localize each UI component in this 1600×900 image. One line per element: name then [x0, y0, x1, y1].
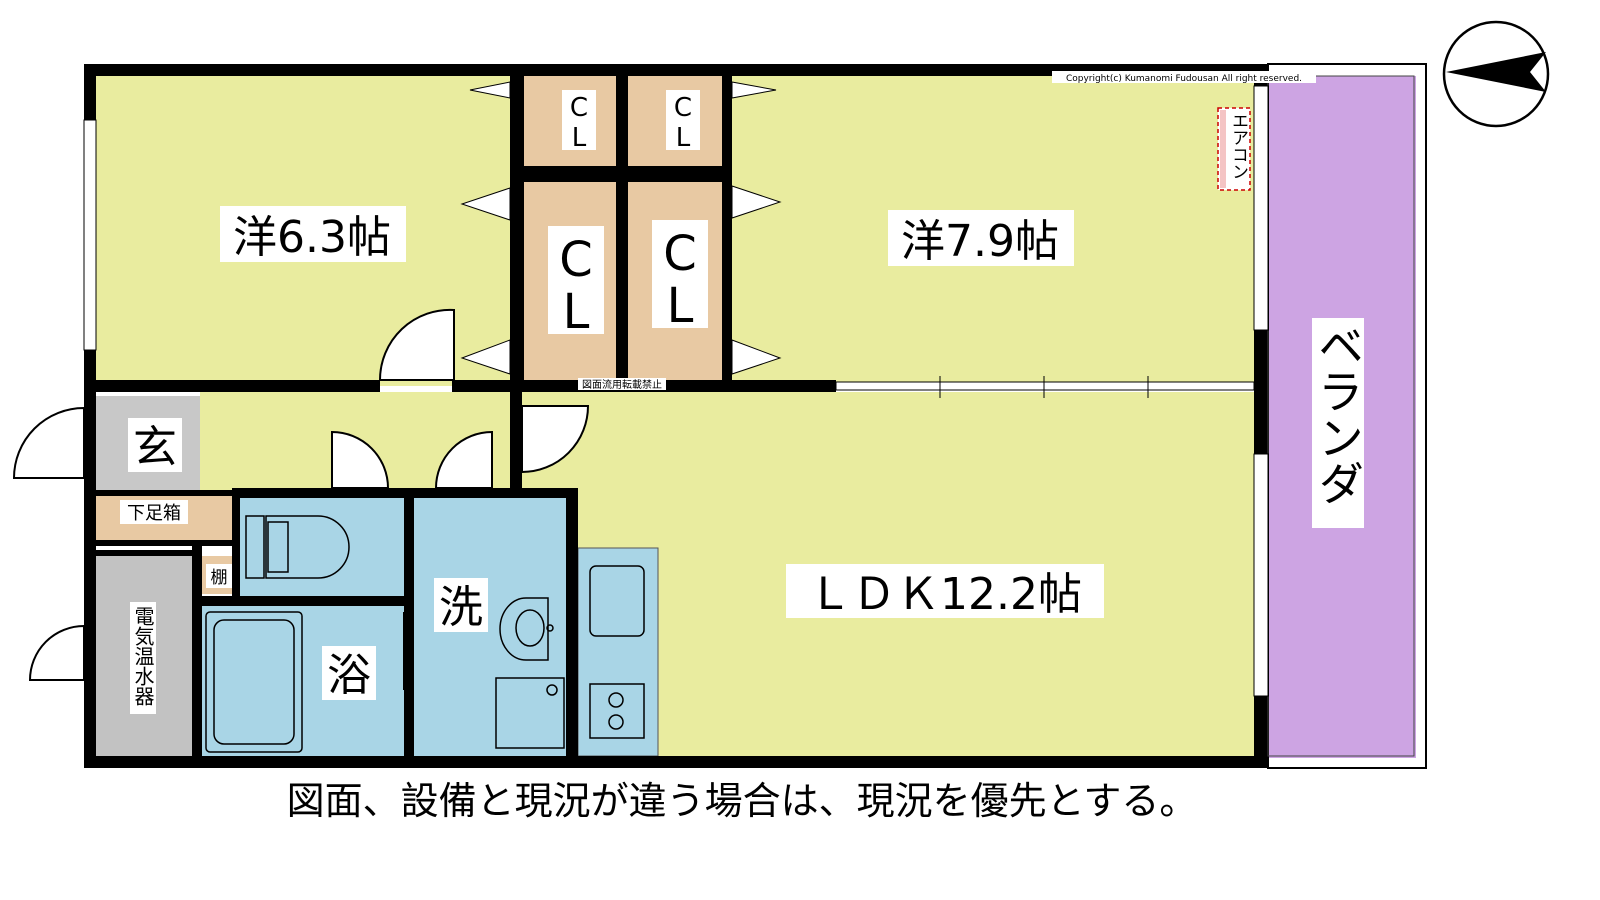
closet-small-2-l: L — [676, 123, 691, 153]
label-backgrounds — [120, 90, 1364, 714]
copyright-text: Copyright(c) Kumanomi Fudousan All right… — [1066, 74, 1302, 84]
room-label-bath: 浴 — [327, 650, 371, 701]
kitchen-stove — [589, 683, 645, 739]
aircon-bar — [1220, 110, 1226, 188]
north-arrow-icon — [1442, 20, 1550, 128]
wash-basin — [499, 597, 554, 661]
room-label-entrance: 玄 — [133, 422, 177, 473]
closet-big-1-c: C — [559, 232, 593, 288]
stove-burner-2 — [608, 714, 624, 730]
washing-machine — [495, 677, 565, 749]
room-label-shelf: 棚 — [211, 568, 228, 588]
no-reuse-bg — [578, 378, 666, 390]
room-label-shoe-box: 下足箱 — [127, 503, 181, 524]
room-label-ldk: ＬＤＫ12.2帖 — [808, 569, 1082, 620]
closet-big-2-c: C — [663, 226, 697, 282]
aircon-label: エアコン — [1228, 112, 1248, 180]
windows — [83, 85, 1269, 697]
room-label-veranda: ベランダ — [1311, 322, 1365, 506]
closet-big-1-l: L — [563, 284, 590, 340]
room-label-western-left: 洋6.3帖 — [233, 212, 391, 263]
toilet-fixture — [245, 515, 350, 579]
stove-burner-1 — [608, 692, 624, 708]
closet-small-2-c: C — [674, 93, 692, 123]
closet-door-markers — [460, 81, 782, 375]
bathtub — [205, 611, 303, 753]
room-label-water-heater: 電気温水器 — [131, 606, 155, 706]
walls — [84, 64, 1268, 768]
washing-machine-drain — [546, 684, 558, 696]
disclaimer-text: 図面、設備と現況が違う場合は、現況を優先とする。 — [287, 779, 1198, 823]
kitchen-sink — [589, 565, 645, 637]
no-reuse-text: 図面流用転載禁止 — [582, 378, 662, 391]
closet-small-1-c: C — [570, 93, 588, 123]
bathtub-inner — [213, 619, 295, 745]
room-label-western-right: 洋7.9帖 — [901, 216, 1059, 267]
closet-small-1-l: L — [572, 123, 587, 153]
closet-big-2-l: L — [667, 278, 694, 334]
copyright-bg — [1052, 71, 1316, 83]
doors — [12, 308, 590, 690]
veranda-inner-line — [1267, 75, 1415, 757]
room-label-washroom: 洗 — [439, 582, 483, 633]
